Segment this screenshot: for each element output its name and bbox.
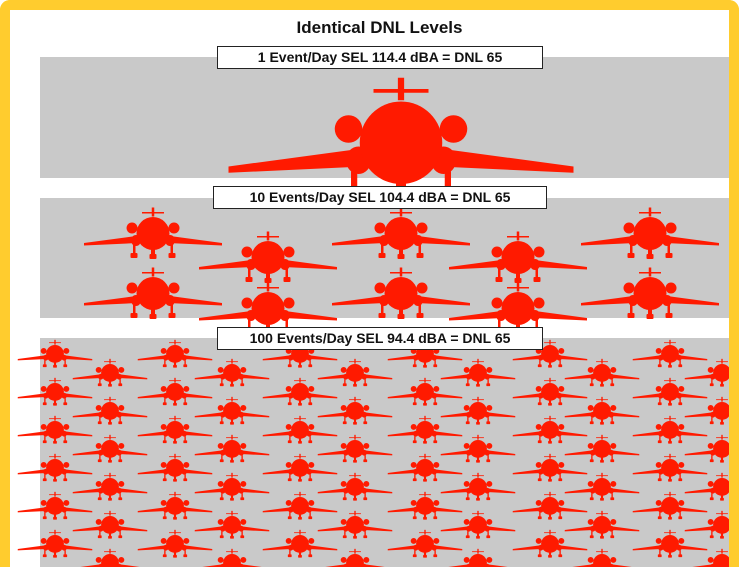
aircraft-icon-panel-100-48 [684,472,729,501]
aircraft-icon-panel-100-11 [564,358,640,387]
aircraft-icon-panel-10-2 [332,207,470,259]
aircraft-icon-panel-100-52 [387,491,463,520]
aircraft-icon-panel-100-47 [564,472,640,501]
aircraft-icon-panel-10-4 [199,231,337,283]
aircraft-icon-panel-10-8 [581,267,719,319]
aircraft-icon-panel-100-32 [194,434,270,463]
aircraft-icon-panel-100-26 [137,415,213,444]
aircraft-icon-panel-100-2 [137,339,213,368]
aircraft-icon-panel-100-45 [317,472,393,501]
aircraft-icon-panel-100-24 [684,396,729,425]
aircraft-icon-panel-100-23 [564,396,640,425]
aircraft-icon-panel-100-38 [137,453,213,482]
aircraft-icon-panel-100-43 [72,472,148,501]
aircraft-icon-panel-100-8 [194,358,270,387]
aircraft-icon-panel-100-22 [440,396,516,425]
aircraft-icon-panel-100-29 [512,415,588,444]
aircraft-icon-panel-100-25 [17,415,93,444]
aircraft-icon-panel-100-56 [194,510,270,539]
aircraft-icon-panel-100-51 [262,491,338,520]
aircraft-icon-panel-100-13 [17,377,93,406]
aircraft-icon-panel-10-7 [332,267,470,319]
aircraft-icon-panel-100-65 [512,529,588,558]
aircraft-icon-panel-100-67 [72,548,148,567]
aircraft-icon-panel-100-18 [632,377,708,406]
aircraft-icon-panel-100-59 [564,510,640,539]
aircraft-layer [17,77,729,567]
aircraft-icon-panel-100-64 [387,529,463,558]
aircraft-icon-panel-100-9 [317,358,393,387]
aircraft-icon-panel-100-44 [194,472,270,501]
aircraft-icon-panel-100-28 [387,415,463,444]
aircraft-icon-panel-100-1 [17,339,93,368]
aircraft-icon-panel-100-35 [564,434,640,463]
aircraft-icon-panel-100-6 [632,339,708,368]
aircraft-icon-panel-100-30 [632,415,708,444]
figure-title: Identical DNL Levels [296,18,463,37]
aircraft-icon-panel-100-69 [317,548,393,567]
aircraft-icon-panel-100-10 [440,358,516,387]
aircraft-icon-panel-100-54 [632,491,708,520]
aircraft-icon-panel-100-37 [17,453,93,482]
aircraft-icon-panel-100-50 [137,491,213,520]
aircraft-icon-panel-100-40 [387,453,463,482]
aircraft-icon-panel-100-71 [564,548,640,567]
aircraft-icon-panel-100-72 [684,548,729,567]
aircraft-icon-panel-10-5 [449,231,587,283]
aircraft-icon-panel-100-58 [440,510,516,539]
aircraft-icon-panel-10-1 [84,207,222,259]
panel-10-label: 10 Events/Day SEL 104.4 dBA = DNL 65 [213,186,547,209]
aircraft-icon-panel-10-6 [84,267,222,319]
aircraft-icon-panel-100-17 [512,377,588,406]
aircraft-icon-panel-100-31 [72,434,148,463]
aircraft-icon-panel-100-20 [194,396,270,425]
panel-1-label: 1 Event/Day SEL 114.4 dBA = DNL 65 [217,46,543,69]
aircraft-icon-panel-100-55 [72,510,148,539]
aircraft-icon-panel-100-27 [262,415,338,444]
aircraft-icon-panel-100-16 [387,377,463,406]
aircraft-icon-panel-100-57 [317,510,393,539]
aircraft-icon-panel-100-46 [440,472,516,501]
aircraft-icon-panel-100-19 [72,396,148,425]
aircraft-icon-panel-100-39 [262,453,338,482]
aircraft-icon-panel-100-62 [137,529,213,558]
aircraft-icon-panel-100-34 [440,434,516,463]
aircraft-icon-panel-100-60 [684,510,729,539]
aircraft-icon-panel-100-41 [512,453,588,482]
aircraft-icon-panel-100-7 [72,358,148,387]
aircraft-icon-panel-100-61 [17,529,93,558]
aircraft-icon-panel-100-21 [317,396,393,425]
aircraft-icon-panel-100-63 [262,529,338,558]
aircraft-icon-panel-100-14 [137,377,213,406]
aircraft-icon-panel-100-36 [684,434,729,463]
aircraft-icon-panel-10-3 [581,207,719,259]
aircraft-icon-panel-100-70 [440,548,516,567]
panel-100-label: 100 Events/Day SEL 94.4 dBA = DNL 65 [217,327,543,350]
aircraft-icon-panel-100-68 [194,548,270,567]
aircraft-icon-panel-100-12 [684,358,729,387]
aircraft-icon-panel-100-53 [512,491,588,520]
aircraft-icon-panel-100-42 [632,453,708,482]
aircraft-icon-panel-100-66 [632,529,708,558]
aircraft-icon-panel-100-15 [262,377,338,406]
aircraft-icon-panel-100-49 [17,491,93,520]
aircraft-icon-panel-100-33 [317,434,393,463]
